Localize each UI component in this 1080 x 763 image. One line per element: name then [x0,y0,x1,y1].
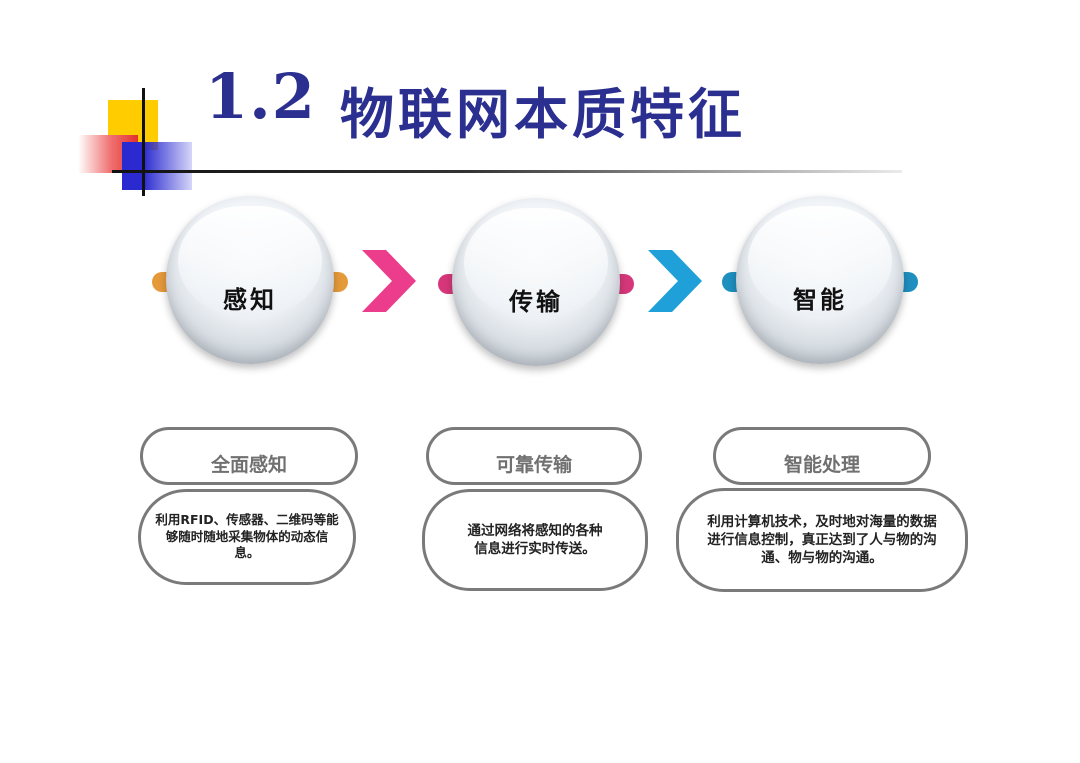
circle-label-transmission: 传输 [509,286,563,316]
circle-intelligence: 智能 [736,196,904,364]
pill-title-intelligent-processing: 智能处理 [713,427,931,485]
circle-label-intelligence: 智能 [793,284,847,314]
circle-label-sensing: 感知 [223,284,277,314]
slide-title: 物联网本质特征 [340,83,746,146]
pill-title-comprehensive-sensing: 全面感知 [140,427,358,485]
pill-title-reliable-transmission: 可靠传输 [426,427,642,485]
pill-desc-comprehensive-sensing: 利用RFID、传感器、二维码等能够随时随地采集物体的动态信息。 [138,489,356,585]
title-deco-blue-square [122,142,192,190]
chevron-right-icon [648,250,702,312]
pill-desc-intelligent-processing: 利用计算机技术，及时地对海量的数据进行信息控制，真正达到了人与物的沟通、物与物的… [676,488,968,592]
slide-title-number: 1.2 [205,60,316,133]
title-deco-vertical-line [142,88,145,196]
circle-sensing: 感知 [166,196,334,364]
chevron-right-icon [362,250,416,312]
circle-transmission: 传输 [452,198,620,366]
pill-desc-reliable-transmission: 通过网络将感知的各种信息进行实时传送。 [422,489,648,591]
title-underline [112,170,902,173]
